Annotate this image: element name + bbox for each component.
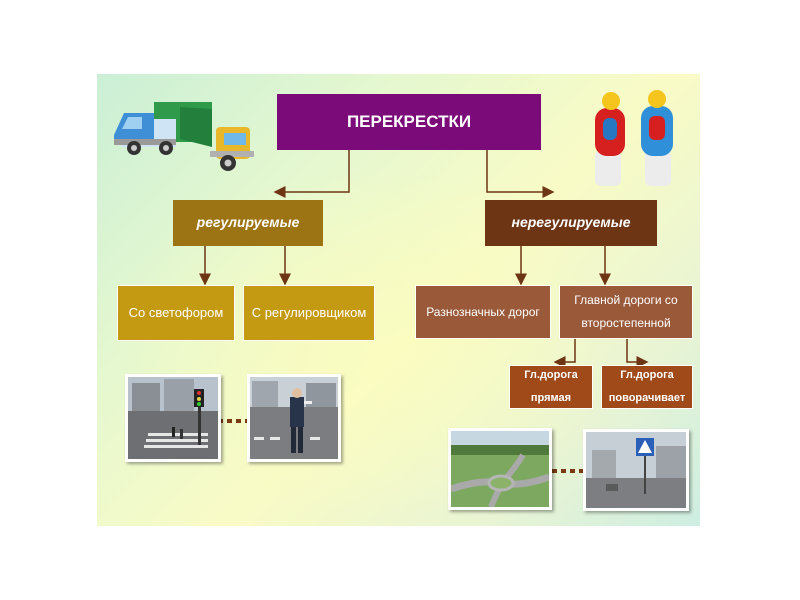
node-equal-roads: Разнозначных дорог <box>415 285 551 339</box>
node-with-traffic-officer: С регулировщиком <box>243 285 375 341</box>
main-road-sign-photo <box>583 429 689 511</box>
node-main-road-turns: Гл.дорога поворачивает <box>601 365 693 409</box>
node-main-and-secondary-road: Главной дороги со второстепенной <box>559 285 693 339</box>
category-unregulated: нерегулируемые <box>485 200 657 246</box>
traffic-officer-photo <box>247 374 341 462</box>
truck-icon <box>114 102 254 171</box>
connector-main-child2 <box>626 338 649 368</box>
connector-title-regulated <box>273 149 350 198</box>
category-regulated: регулируемые <box>173 200 323 246</box>
connector-lines <box>199 149 649 473</box>
connector-main-child1 <box>553 338 576 368</box>
node-with-traffic-light: Со светофором <box>117 285 235 341</box>
traffic-light-crosswalk-photo <box>125 374 221 462</box>
slide: ПЕРЕКРЕСТКИ регулируемые нерегулируемые … <box>97 74 700 526</box>
roundabout-aerial-photo <box>448 428 552 510</box>
connector-title-unregulated <box>486 149 555 198</box>
node-main-road-straight: Гл.дорога прямая <box>509 365 593 409</box>
pedestrians-icon <box>595 90 673 186</box>
diagram-title: ПЕРЕКРЕСТКИ <box>277 94 541 150</box>
